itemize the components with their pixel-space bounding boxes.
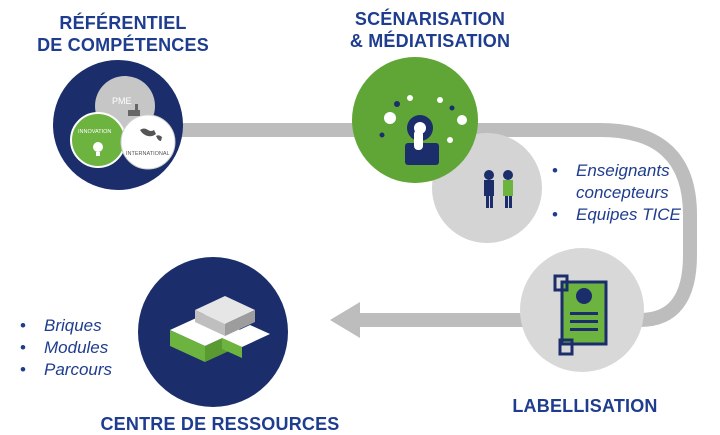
resource-item: Parcours: [18, 359, 168, 381]
lightbulb-icon: [93, 142, 103, 156]
labellisation-title: LABELLISATION: [512, 396, 658, 416]
teachers-icon: [484, 170, 513, 208]
actor-item: Enseignants concepteurs: [550, 160, 720, 204]
pme-label: PME: [112, 96, 132, 106]
innovation-circle: [70, 112, 126, 168]
labellisation-cluster: [520, 248, 644, 372]
actors-list: Enseignants concepteurs Equipes TICE: [550, 160, 720, 226]
centre-cluster: [138, 257, 288, 407]
international-circle: [120, 114, 176, 170]
path-arrow-head: [330, 302, 360, 338]
actor-item: Equipes TICE: [550, 204, 720, 226]
gear-icons: [384, 95, 467, 143]
building-blocks-icon: [170, 296, 270, 362]
innovation-label: INNOVATION: [78, 129, 111, 135]
resources-list: Briques Modules Parcours: [18, 315, 168, 381]
scenarisation-title: SCÉNARISATION & MÉDIATISATION: [349, 9, 511, 51]
scenarisation-cluster: [352, 57, 542, 243]
centre-title: CENTRE DE RESSOURCES: [100, 414, 340, 434]
factory-icon: [128, 104, 140, 116]
resource-item: Modules: [18, 337, 168, 359]
international-label: INTERNATIONAL: [126, 151, 170, 157]
touch-hand-icon: [405, 115, 439, 165]
resource-item: Briques: [18, 315, 168, 337]
world-map-icon: [140, 128, 162, 141]
referentiel-cluster: [53, 60, 183, 190]
referentiel-title: RÉFÉRENTIEL DE COMPÉTENCES: [37, 13, 209, 55]
certificate-icon: [553, 274, 608, 356]
